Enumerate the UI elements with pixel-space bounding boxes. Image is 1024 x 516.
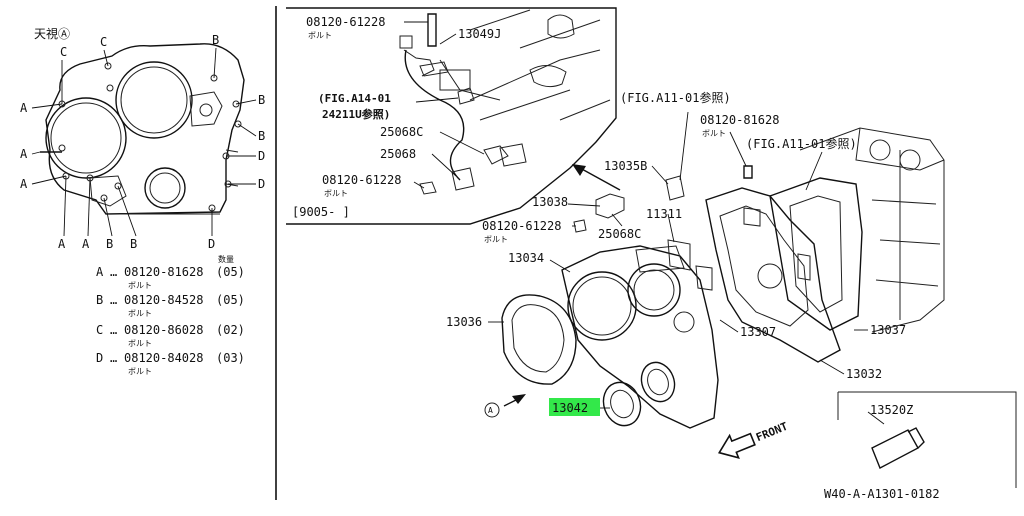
drawing-code: W40-A-A1301-0182	[824, 487, 940, 501]
legend-key-c: C	[96, 323, 103, 337]
view-letter-bottom-2: A	[82, 237, 90, 251]
legend-sub-a: ボルト	[128, 281, 152, 290]
bolt-mid-part: 08120-61228	[482, 219, 561, 233]
part-11311: 11311	[646, 207, 682, 221]
qty-header: 数量	[218, 254, 234, 264]
inset-date-range: [9005- ]	[292, 205, 350, 219]
part-13307: 13307	[740, 325, 776, 339]
legend-qty-c: (02)	[216, 323, 245, 337]
view-letter-top-3: B	[212, 33, 219, 47]
legend-key-d: D	[96, 351, 103, 365]
legend-part-a: 08120-81628	[124, 265, 203, 279]
view-letter-bottom-3: B	[106, 237, 113, 251]
view-note: 天視Ⓐ	[34, 26, 70, 41]
part-13042-highlight	[549, 398, 600, 416]
view-letter-top-1: C	[60, 45, 67, 59]
legend-key-a: A	[96, 265, 104, 279]
bolt-mid-sub: ボルト	[484, 235, 508, 244]
view-letter-left-2: A	[20, 147, 28, 161]
hose-inset: 08120-61228 ボルト 13049J (FIG.A14-01 24211…	[286, 7, 617, 225]
view-letter-right-2: B	[258, 129, 265, 143]
inset-pointer-arrow	[572, 164, 586, 176]
inset-hose-2: 25068	[380, 147, 416, 161]
legend-part-c: 08120-86028	[124, 323, 203, 337]
part-25068c: 25068C	[598, 227, 641, 241]
inset-fig-ref-2: 24211U参照)	[322, 107, 390, 121]
fig-a11-ref-right: (FIG.A11-01参照)	[746, 136, 857, 151]
svg-text:…: …	[110, 265, 117, 279]
part-13036: 13036	[446, 315, 482, 329]
svg-text:…: …	[110, 351, 117, 365]
view-a-arrow	[512, 394, 526, 404]
part-13038: 13038	[532, 195, 568, 209]
legend-qty-b: (05)	[216, 293, 245, 307]
view-letter-bottom-4: B	[130, 237, 137, 251]
front-arrow: FRONT	[718, 420, 790, 460]
inset-bolt-bottom-sub: ボルト	[324, 189, 348, 198]
legend-qty-d: (03)	[216, 351, 245, 365]
fig-a11-ref-left: (FIG.A11-01参照)	[620, 90, 731, 105]
part-13032: 13032	[846, 367, 882, 381]
part-13034: 13034	[508, 251, 544, 265]
view-letter-left-3: A	[20, 177, 28, 191]
top-view-drawing: 天視Ⓐ C C B A A A B B D D A	[20, 26, 265, 264]
sealant-box: 13520Z	[837, 391, 1017, 488]
inset-bolt-top-part: 08120-61228	[306, 15, 385, 29]
svg-text:…: …	[110, 323, 117, 337]
legend-part-b: 08120-84528	[124, 293, 203, 307]
bolt-right-sub: ボルト	[702, 129, 726, 138]
legend-sub-d: ボルト	[128, 367, 152, 376]
view-letter-right-4: D	[258, 177, 265, 191]
inset-bracket-label: 13049J	[458, 27, 501, 41]
main-assembly: (FIG.A11-01参照) (FIG.A11-01参照) 08120-8162…	[446, 90, 1017, 501]
part-13035b: 13035B	[604, 159, 647, 173]
view-letter-right-1: B	[258, 93, 265, 107]
inset-bolt-top-sub: ボルト	[308, 31, 332, 40]
front-label: FRONT	[754, 420, 790, 445]
part-13042[interactable]: 13042	[552, 401, 588, 415]
legend-part-d: 08120-84028	[124, 351, 203, 365]
legend-sub-c: ボルト	[128, 339, 152, 348]
view-a-marker: A	[488, 406, 493, 415]
inset-fig-ref-1: (FIG.A14-01	[318, 92, 391, 105]
part-13037: 13037	[870, 323, 906, 337]
view-letter-bottom-5: D	[208, 237, 215, 251]
inset-bolt-bottom-part: 08120-61228	[322, 173, 401, 187]
view-letter-top-2: C	[100, 35, 107, 49]
svg-text:…: …	[110, 293, 117, 307]
legend-qty-a: (05)	[216, 265, 245, 279]
bolt-right-part: 08120-81628	[700, 113, 779, 127]
view-letter-left-1: A	[20, 101, 28, 115]
view-letter-bottom-1: A	[58, 237, 66, 251]
part-13520z: 13520Z	[870, 403, 913, 417]
bolt-legend: A … 08120-81628 (05) ボルト B … 08120-84528…	[96, 265, 245, 376]
legend-sub-b: ボルト	[128, 309, 152, 318]
view-letter-right-3: D	[258, 149, 265, 163]
legend-key-b: B	[96, 293, 103, 307]
inset-hose-1: 25068C	[380, 125, 423, 139]
